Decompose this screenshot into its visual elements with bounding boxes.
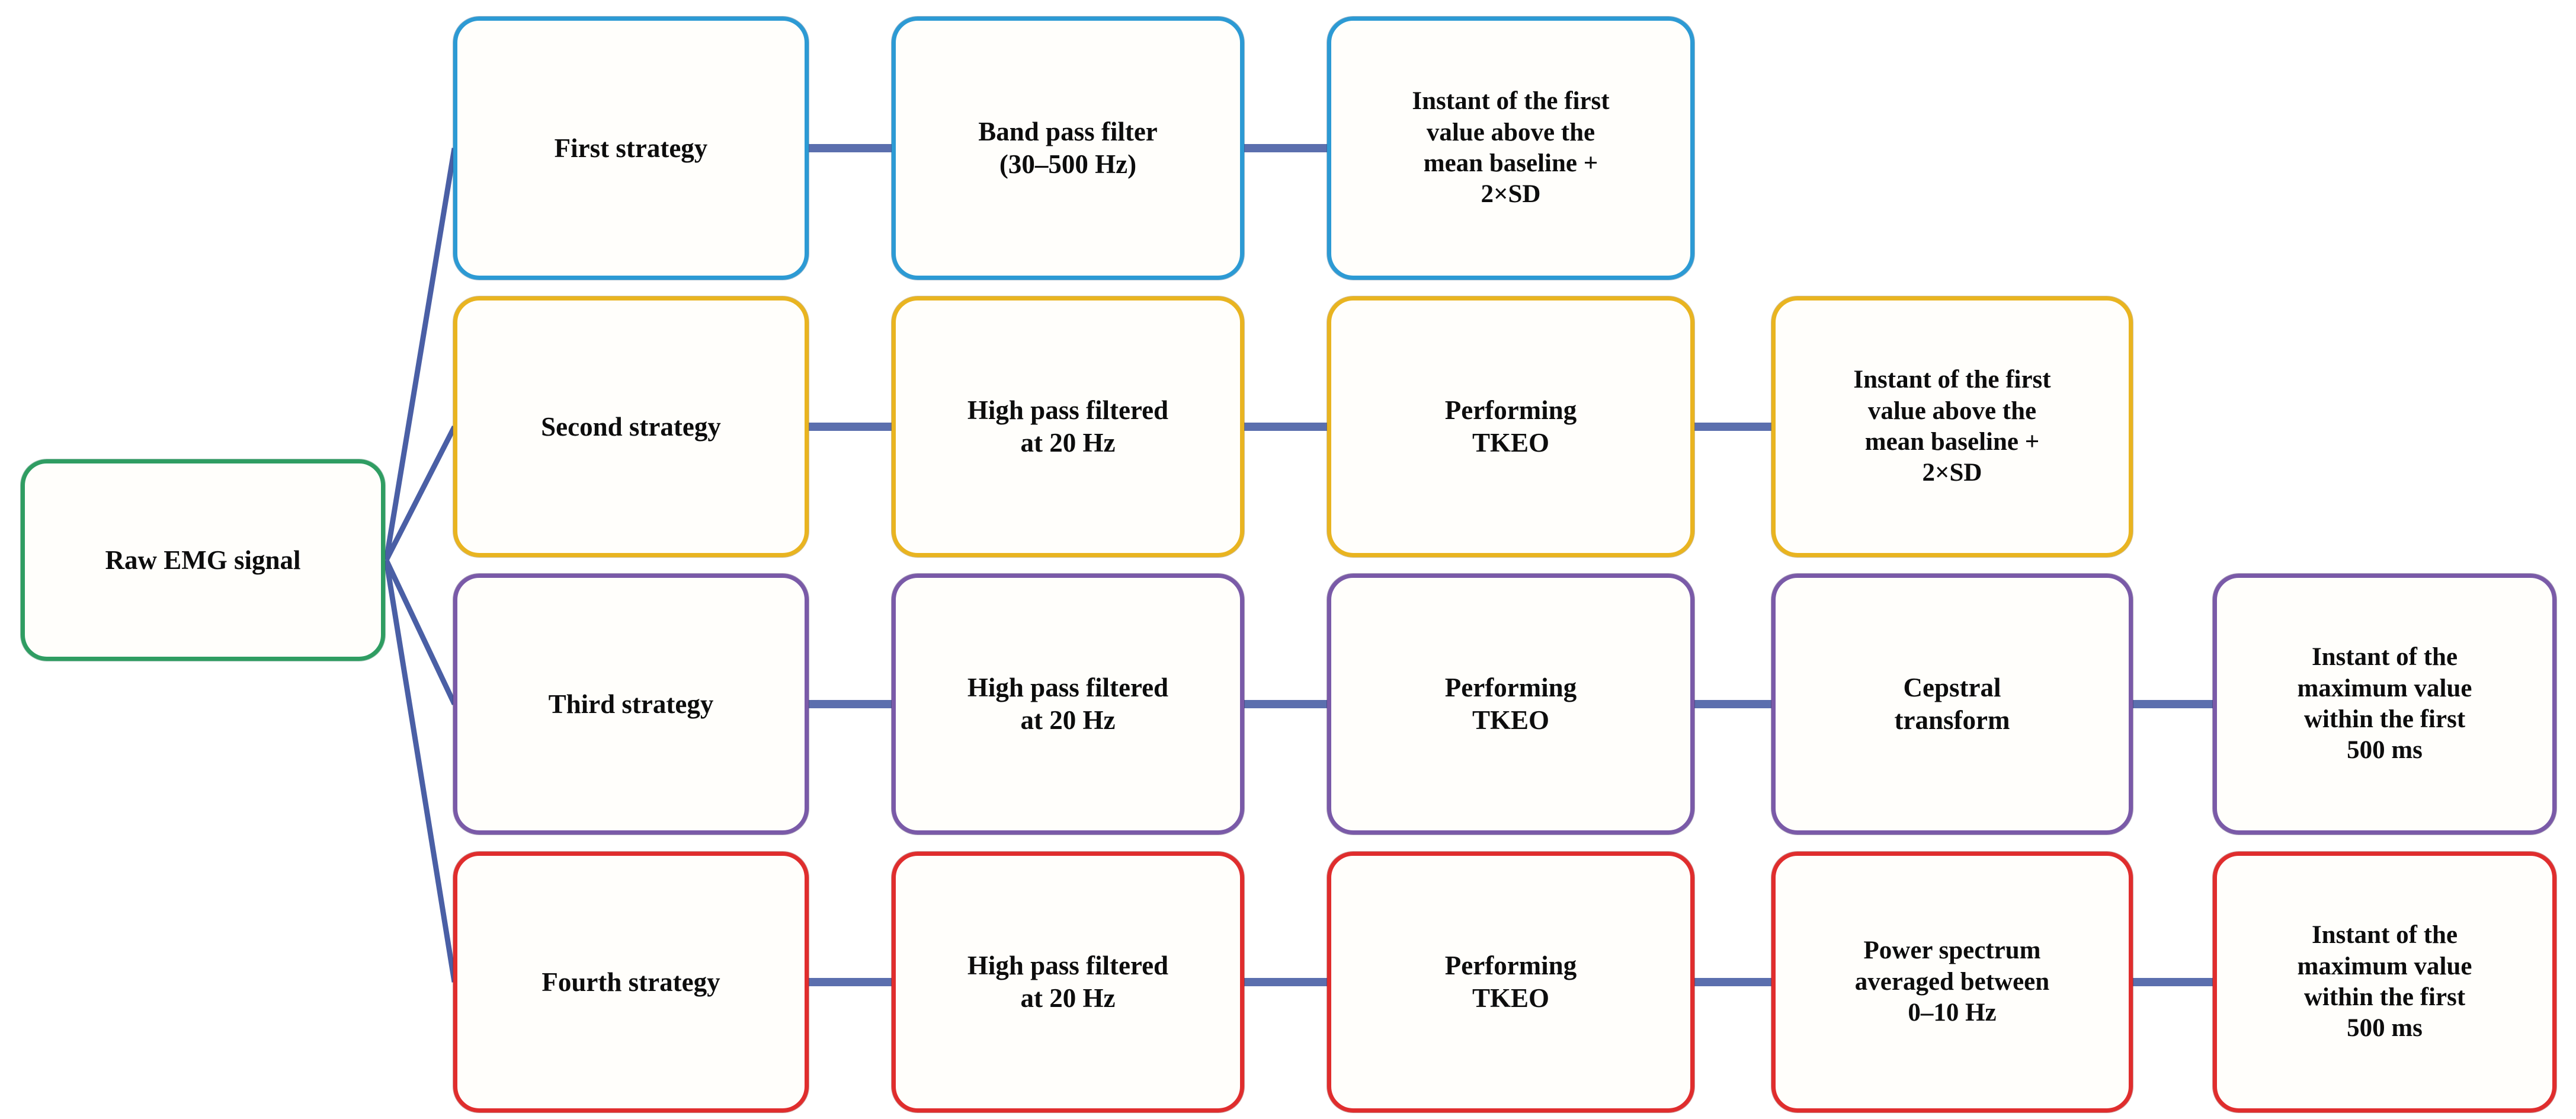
node-raw-emg-signal[interactable]: Raw EMG signal [21, 459, 385, 661]
node-label: Band pass filter(30–500 Hz) [978, 117, 1158, 179]
edge-source-to-fourth [383, 560, 457, 983]
edge-source-to-third [383, 559, 457, 705]
node-fourth-strategy-name[interactable]: Fourth strategy [453, 852, 809, 1112]
node-label: Second strategy [541, 411, 721, 442]
node-third-strategy-name[interactable]: Third strategy [453, 574, 809, 835]
node-label: Raw EMG signal [105, 545, 301, 575]
node-first-strategy-name[interactable]: First strategy [453, 17, 809, 280]
node-band-pass-filter[interactable]: Band pass filter(30–500 Hz) [892, 17, 1244, 280]
node-second-strategy-name[interactable]: Second strategy [453, 296, 809, 557]
edge-source-to-second [383, 425, 457, 562]
node-label: Third strategy [548, 689, 714, 719]
node-label: First strategy [554, 133, 708, 163]
node-label: Fourth strategy [542, 967, 720, 997]
edge-source-to-first [383, 148, 457, 561]
